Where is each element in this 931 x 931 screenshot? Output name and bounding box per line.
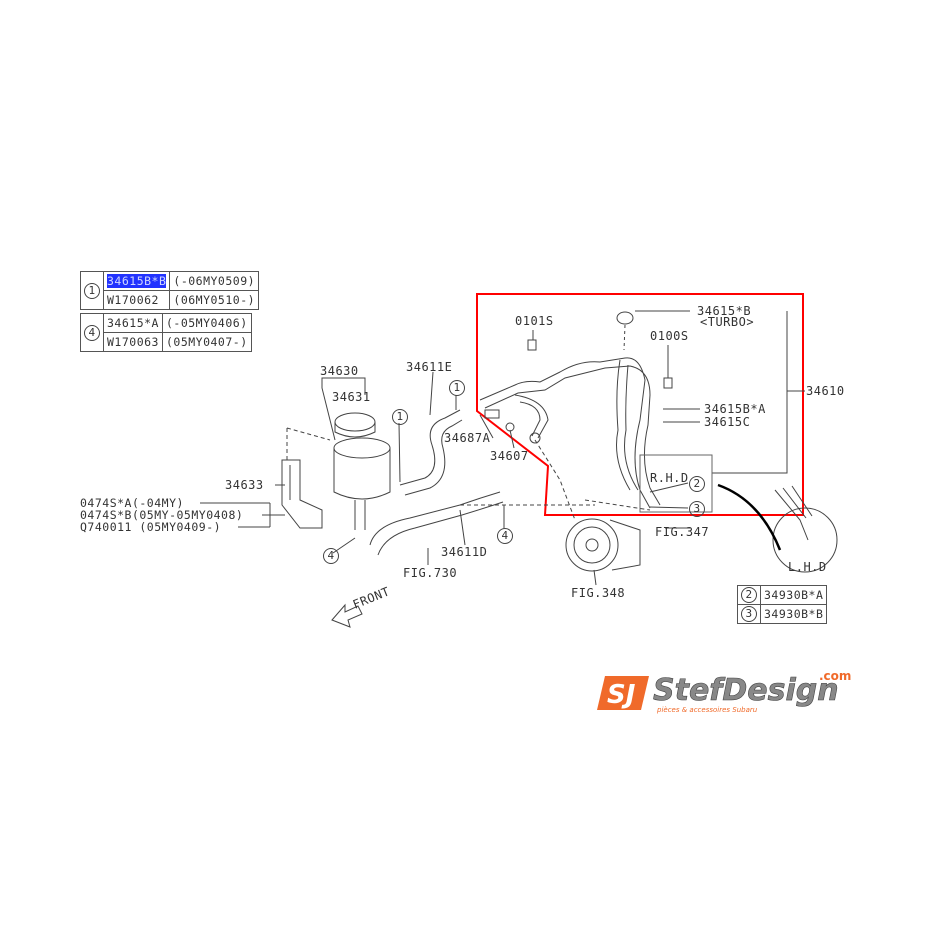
label-34615B[interactable]: 34615*B: [697, 304, 752, 318]
label-34611D[interactable]: 34611D: [441, 545, 488, 559]
stefdesign-logo[interactable]: SJ StefDesign .com pièces & accessoires …: [597, 668, 857, 714]
label-34630[interactable]: 34630: [320, 364, 359, 378]
label-lhd: L.H.D: [788, 560, 827, 574]
bracket-34633: [281, 459, 323, 529]
ref-1: 1: [392, 409, 408, 425]
label-0100S[interactable]: 0100S: [650, 329, 689, 343]
highlight-region[interactable]: [476, 293, 804, 516]
part-cell[interactable]: 34615*A: [103, 313, 163, 333]
power-steering-pump: [565, 518, 641, 572]
hose-34611E: [399, 409, 463, 496]
label-bolt-b[interactable]: 0474S*B(05MY-05MY0408): [80, 508, 244, 522]
label-34610[interactable]: 34610: [806, 384, 845, 398]
part-cell[interactable]: W170062: [102, 290, 171, 310]
ref-circle: 2: [737, 585, 761, 605]
ref-2: 2: [689, 476, 705, 492]
svg-text:.com: .com: [819, 669, 851, 683]
front-arrow-icon: [331, 603, 363, 628]
ref-circle: 3: [737, 604, 761, 624]
svg-text:pièces & accessoires Subaru: pièces & accessoires Subaru: [656, 706, 758, 714]
logo-mark: SJ StefDesign .com pièces & accessoires …: [597, 669, 851, 714]
bottom-parts-table: 2 34930B*A 3 34930B*B: [737, 585, 828, 624]
svg-text:SJ: SJ: [607, 680, 636, 710]
label-34633[interactable]: 34633: [225, 478, 264, 492]
part-cell[interactable]: 34615B*B: [102, 271, 171, 291]
label-turbo: <TURBO>: [700, 315, 755, 329]
hose-34611D: [369, 491, 504, 556]
pressure-line: [479, 357, 661, 509]
part-cell[interactable]: 34930B*A: [759, 585, 828, 605]
label-fig730[interactable]: FIG.730: [403, 566, 458, 580]
label-34631[interactable]: 34631: [332, 390, 371, 404]
label-fig348[interactable]: FIG.348: [571, 586, 626, 600]
range-cell: (-05MY0406): [161, 313, 252, 333]
ref-3: 3: [689, 501, 705, 517]
label-fig347[interactable]: FIG.347: [655, 525, 710, 539]
label-0101S[interactable]: 0101S: [515, 314, 554, 328]
label-rhd: R.H.D: [650, 471, 689, 485]
part-cell[interactable]: 34930B*B: [759, 604, 828, 624]
label-34611E[interactable]: 34611E: [406, 360, 453, 374]
label-34607[interactable]: 34607: [490, 449, 529, 463]
reservoir-tank: [333, 412, 391, 530]
label-34687A[interactable]: 34687A: [444, 431, 491, 445]
ref-4: 4: [323, 548, 339, 564]
ref-circle: 4: [80, 313, 104, 352]
top-parts-table: 1 34615B*B (-06MY0509) W170062 (06MY0510…: [80, 271, 260, 310]
ref-circle: 1: [80, 271, 104, 310]
range-cell: (05MY0407-): [161, 332, 252, 352]
svg-text:StefDesign: StefDesign: [653, 673, 839, 708]
part-cell[interactable]: W170063: [103, 332, 163, 352]
range-cell: (06MY0510-): [169, 290, 260, 310]
label-bolt-a[interactable]: 0474S*A(-04MY): [80, 496, 184, 510]
label-34615C[interactable]: 34615C: [704, 415, 751, 429]
label-bolt-c[interactable]: Q740011 (05MY0409-): [80, 520, 222, 534]
ref-4: 4: [497, 528, 513, 544]
range-cell: (-06MY0509): [169, 271, 260, 291]
lhd-inset: [772, 507, 838, 573]
label-34615BA[interactable]: 34615B*A: [704, 402, 766, 416]
ref-1: 1: [449, 380, 465, 396]
top-parts-table-2: 4 34615*A (-05MY0406) W170063 (05MY0407-…: [80, 313, 252, 352]
